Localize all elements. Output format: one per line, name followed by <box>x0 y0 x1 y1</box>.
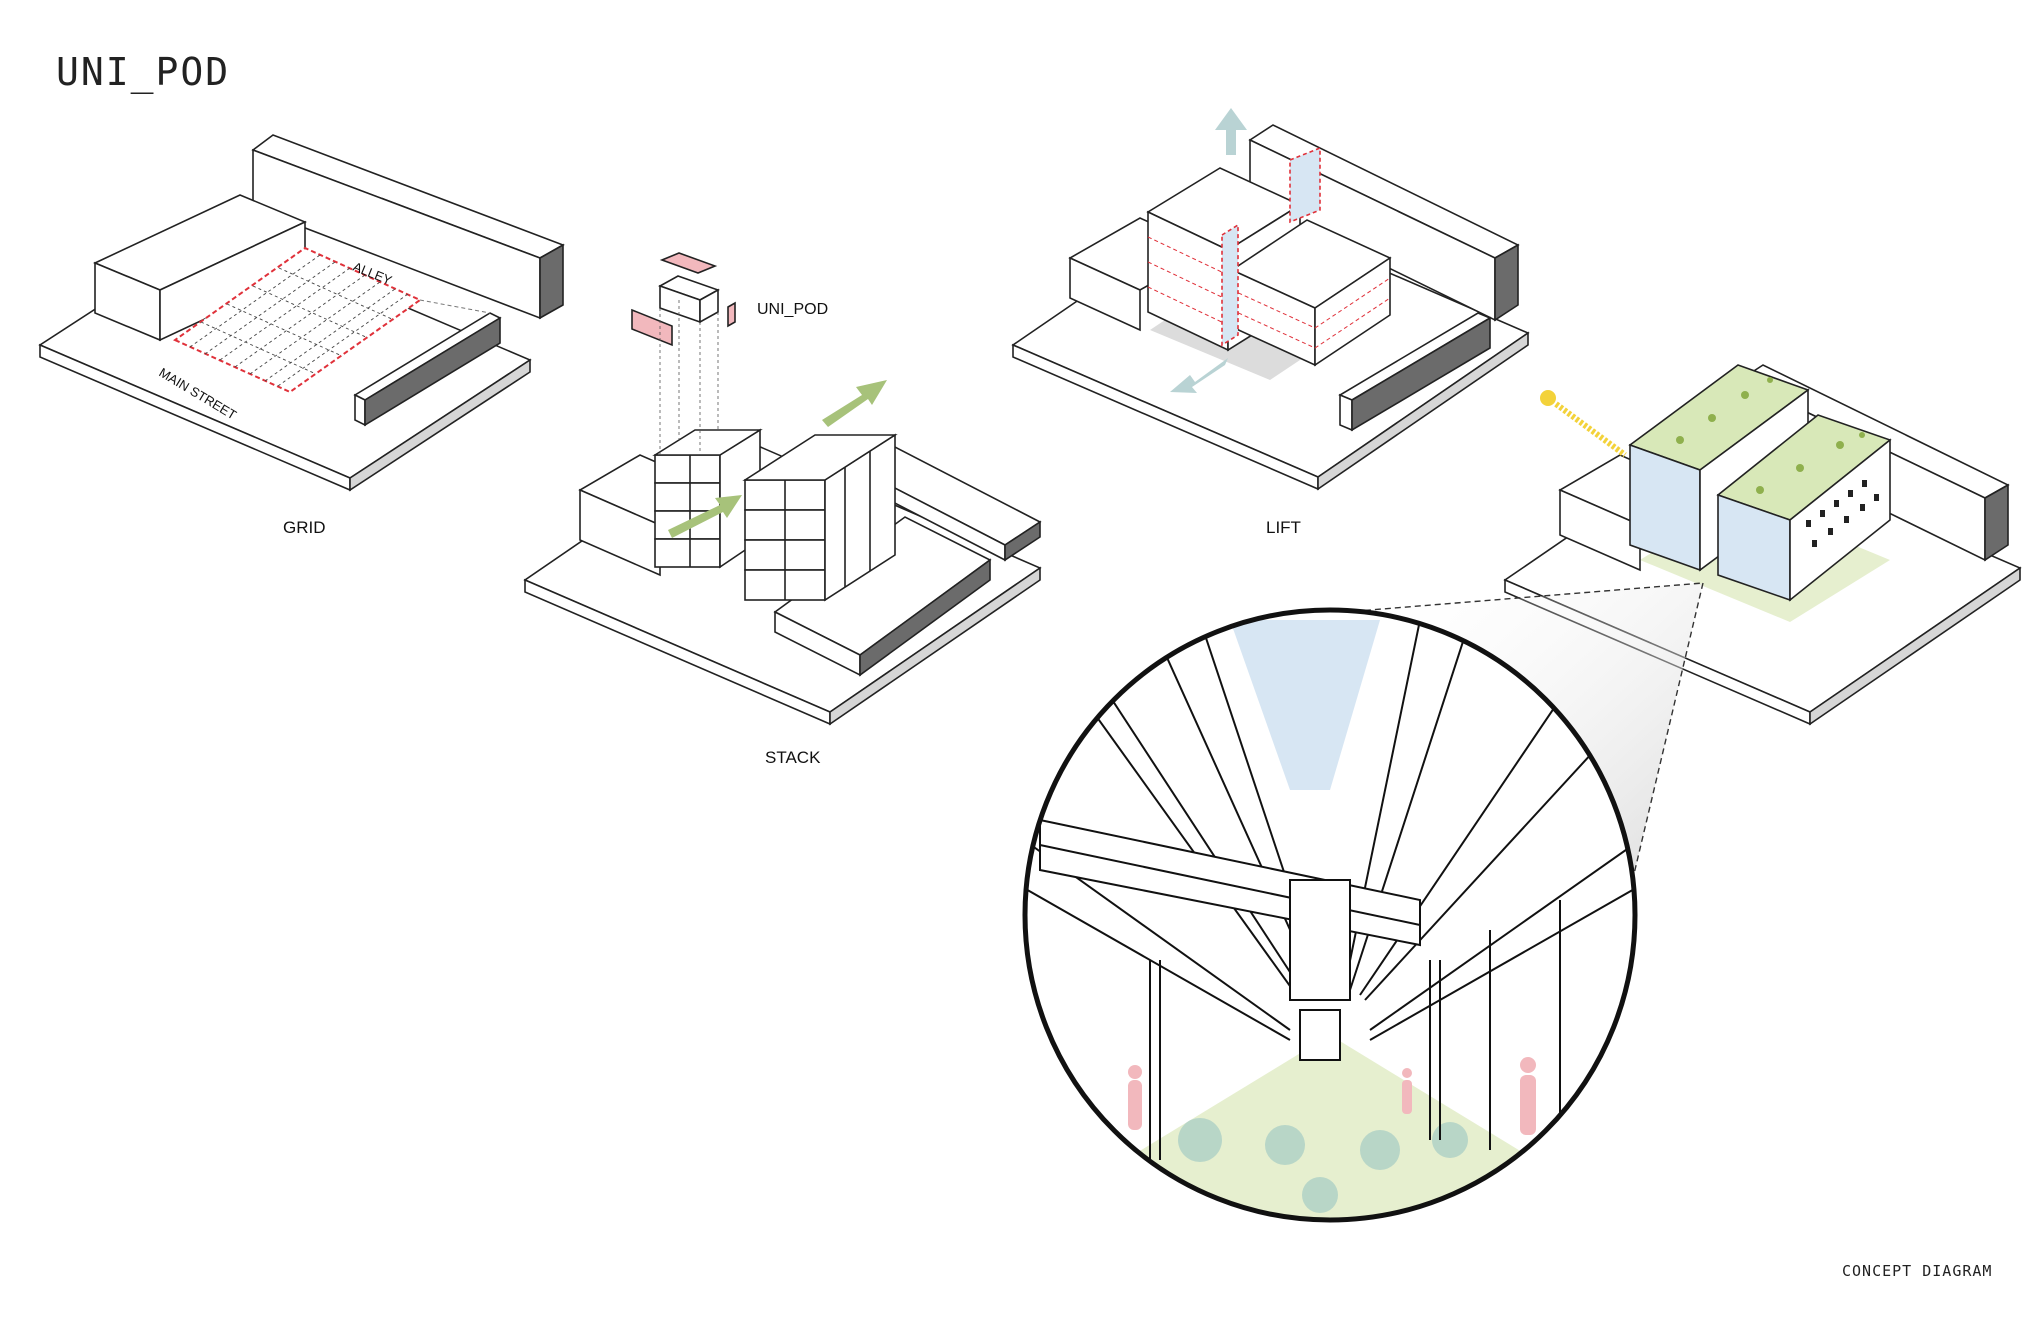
interior-trees <box>1178 1118 1468 1213</box>
grid-caption: GRID <box>283 518 326 537</box>
stack-floating-pod <box>631 252 736 347</box>
grid-right-building-side <box>364 316 501 427</box>
grid-back-building-side <box>539 243 564 320</box>
final-roof-trees <box>1676 377 1865 494</box>
stack-diagram <box>523 252 1042 726</box>
lift-caption: LIFT <box>1266 518 1301 537</box>
final-left-building-front <box>1559 488 1641 572</box>
lift-core-glass-1 <box>1221 223 1239 347</box>
sun-ray-line <box>1554 401 1627 458</box>
stack-front-building-side <box>859 558 991 677</box>
stack-arrow-left <box>668 495 742 538</box>
stack-projection-lines <box>659 300 719 455</box>
grid-alley-dashes <box>419 299 491 314</box>
stack-module-label: UNI_POD <box>757 301 828 318</box>
final-back-building-side <box>1984 483 2009 562</box>
lift-base-side <box>1317 331 1529 491</box>
magnifier-leader-bottom <box>1624 582 1704 913</box>
lift-core-glass-2 <box>1289 146 1321 224</box>
sun-icon <box>1540 390 1556 406</box>
interior-skylight <box>1230 620 1380 790</box>
grid-site-outline <box>172 246 423 394</box>
interior-people <box>1128 1057 1536 1135</box>
lift-red-floor-lines <box>1147 236 1391 349</box>
lift-back-building-side <box>1494 243 1519 322</box>
lift-right-building-side <box>1351 316 1491 432</box>
lift-arrow-down <box>1170 358 1228 393</box>
interior-view-frame <box>1022 607 1638 1223</box>
stack-pods-right <box>742 433 898 602</box>
grid-right-building-front <box>354 393 366 427</box>
stack-left-building-front <box>579 488 661 577</box>
lift-left-building-front <box>1069 256 1141 332</box>
sheet-footer-caption: CONCEPT DIAGRAM <box>1842 1262 1993 1280</box>
stack-caption: STACK <box>765 748 821 767</box>
final-base-side <box>1809 566 2021 726</box>
final-windows <box>1806 480 1879 547</box>
grid-site-lines <box>189 254 409 387</box>
lift-block-right <box>1230 219 1392 367</box>
stack-base-side <box>829 566 1041 726</box>
grid-base-side <box>349 358 531 492</box>
grid-diagram <box>38 134 565 492</box>
stack-arrow-right <box>822 380 887 427</box>
stack-right-building-side <box>1004 520 1041 562</box>
lift-diagram <box>1011 108 1530 491</box>
lift-right-building-front <box>1339 393 1353 432</box>
page-title: UNI_POD <box>56 50 231 94</box>
lift-arrow-up <box>1215 108 1247 155</box>
